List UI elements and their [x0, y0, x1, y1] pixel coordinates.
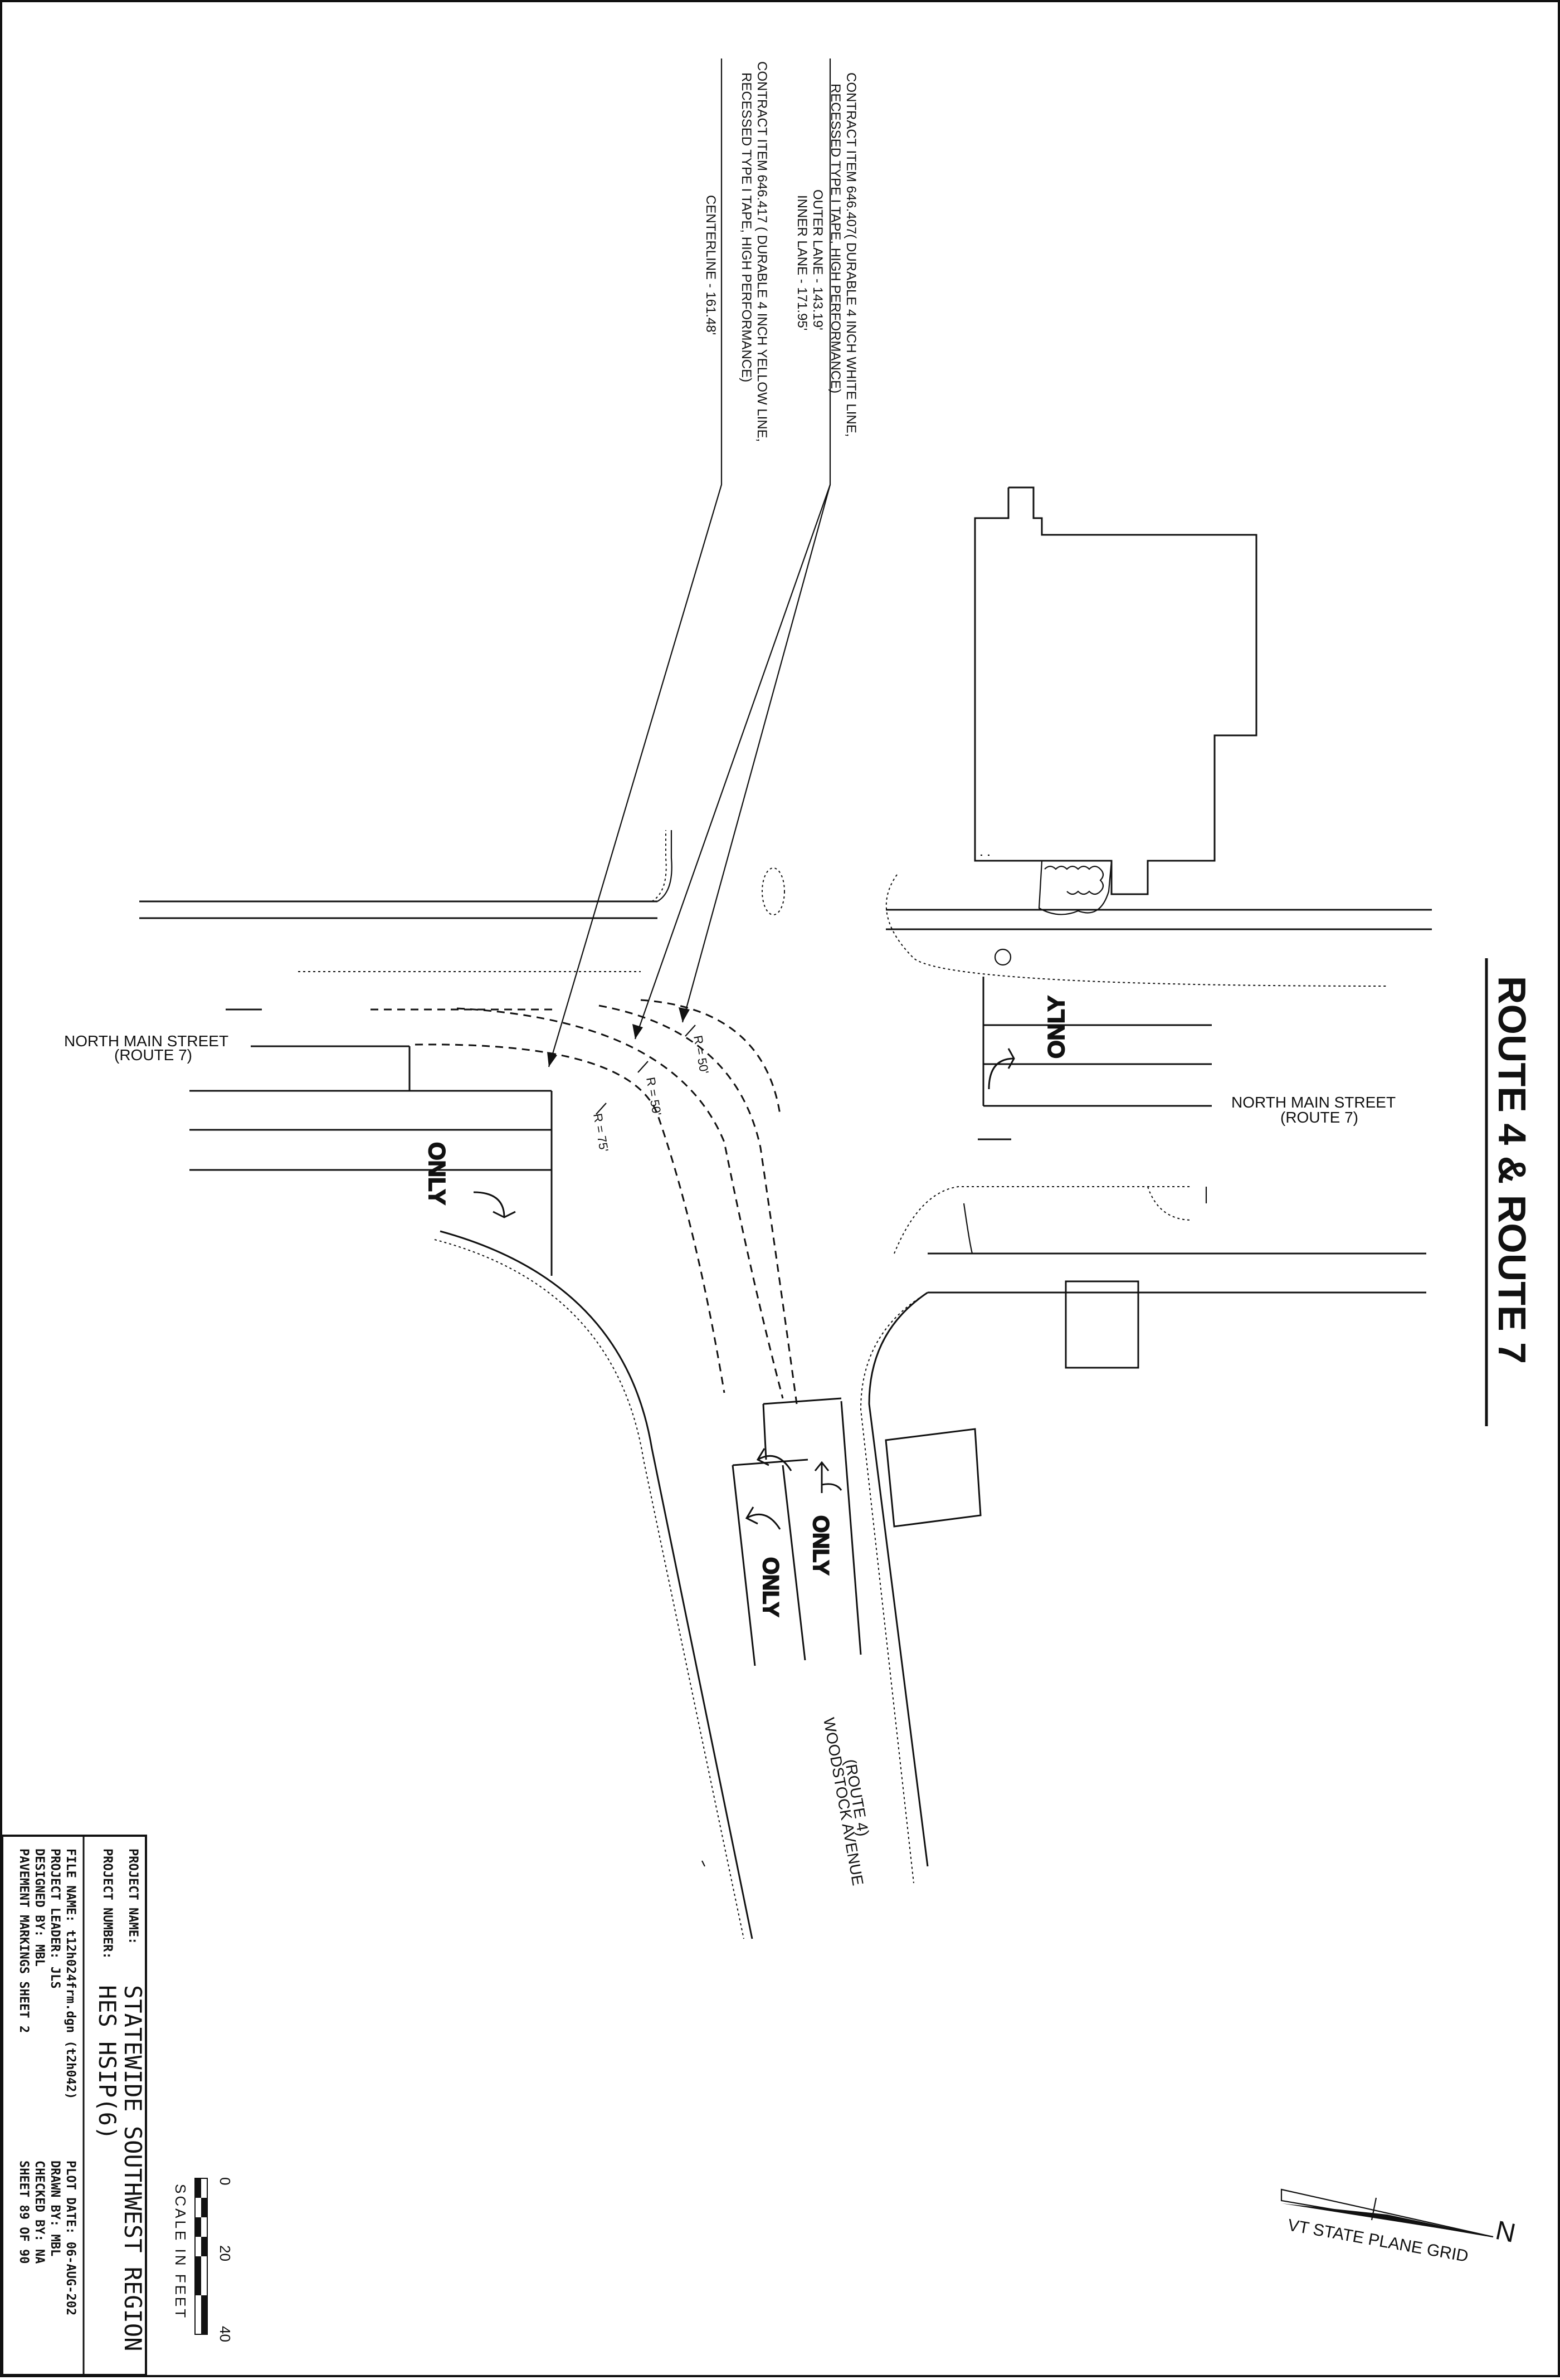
project-name-label: PROJECT NAME:	[126, 1849, 140, 1944]
plot-date: PLOT DATE: 06-AUG-202	[64, 2160, 77, 2315]
project-name: STATEWIDE SOUTHWEST REGION	[119, 1985, 147, 2351]
north-main-left-road	[139, 830, 672, 1276]
scale-tick-40: 40	[217, 2326, 233, 2342]
pavement-markings: ONLY ONLY ONLY ONLY	[423, 995, 1070, 1618]
north-main-left-label-2: (ROUTE 7)	[114, 1046, 192, 1064]
only-word-1: ONLY	[424, 1142, 450, 1205]
scale-tick-20: 20	[217, 2245, 233, 2261]
only-word-3: ONLY	[808, 1515, 833, 1576]
turn-path-markings	[415, 999, 798, 1404]
only-word-2: ONLY	[1043, 996, 1069, 1059]
turn-arrow-2	[988, 1048, 1015, 1090]
yellow-line-text-2: RECESSED TYPE I TAPE, HIGH PERFORMANCE)	[739, 72, 754, 382]
sheet-number: SHEET 89 OF 90	[17, 2160, 31, 2264]
turn-arrow-1	[473, 1191, 516, 1218]
buildings	[885, 486, 1257, 1528]
file-name: FILE NAME: t12h024frm.dgn (t2h042)	[64, 1849, 77, 2099]
thru-right-arrow	[814, 1461, 842, 1493]
yellow-line-text-3: CENTERLINE - 161.48'	[703, 195, 718, 335]
turn-arrow-4	[745, 1506, 781, 1530]
white-line-callout: CONTRACT ITEM 646.407( DURABLE 4 INCH WH…	[794, 72, 859, 437]
scale-label: SCALE IN FEET	[172, 2184, 189, 2320]
designed-by: DESIGNED BY: MBL	[32, 1849, 46, 1967]
north-main-right-label-1: NORTH MAIN STREET	[1231, 1094, 1396, 1111]
scale-bar: 0 20 40 SCALE IN FEET	[172, 2177, 233, 2342]
sheet-title: ROUTE 4 & ROUTE 7	[1490, 976, 1534, 1364]
scale-tick-0: 0	[217, 2177, 233, 2185]
title-block: PROJECT NAME: STATEWIDE SOUTHWEST REGION…	[1, 1835, 147, 2376]
north-main-left-label-1: NORTH MAIN STREET	[64, 1032, 228, 1050]
white-line-text-4: INNER LANE - 171.95'	[794, 195, 810, 330]
project-leader: PROJECT LEADER: JLS	[48, 1849, 62, 1989]
drawn-by: DRAWN BY: MBL	[48, 2160, 62, 2256]
sheet-title-group: ROUTE 4 & ROUTE 7	[1490, 976, 1534, 1364]
yellow-line-callout: CONTRACT ITEM 646.417 ( DURABLE 4 INCH Y…	[703, 61, 769, 442]
white-line-text-2: RECESSED TYPE I TAPE, HIGH PERFORMANCE)	[828, 84, 843, 393]
sheet-name: PAVEMENT MARKINGS SHEET 2	[17, 1849, 31, 2033]
site-details	[762, 854, 1012, 966]
white-line-text-3: OUTER LANE - 143.19'	[810, 189, 825, 330]
north-main-right-label-2: (ROUTE 7)	[1280, 1109, 1358, 1126]
project-number-label: PROJECT NUMBER:	[100, 1849, 114, 1959]
checked-by: CHECKED BY: NA	[32, 2160, 46, 2264]
callout-leaders	[547, 58, 831, 1067]
only-word-4: ONLY	[758, 1557, 783, 1617]
woodstock-road	[434, 1230, 929, 1939]
white-line-text-1: CONTRACT ITEM 646.407( DURABLE 4 INCH WH…	[844, 72, 859, 437]
turn-arrow-3	[756, 1448, 792, 1471]
yellow-line-text-1: CONTRACT ITEM 646.417 ( DURABLE 4 INCH Y…	[754, 61, 769, 442]
project-number: HES HSIP(6)	[94, 1985, 121, 2140]
north-main-right-road	[885, 847, 1432, 1294]
